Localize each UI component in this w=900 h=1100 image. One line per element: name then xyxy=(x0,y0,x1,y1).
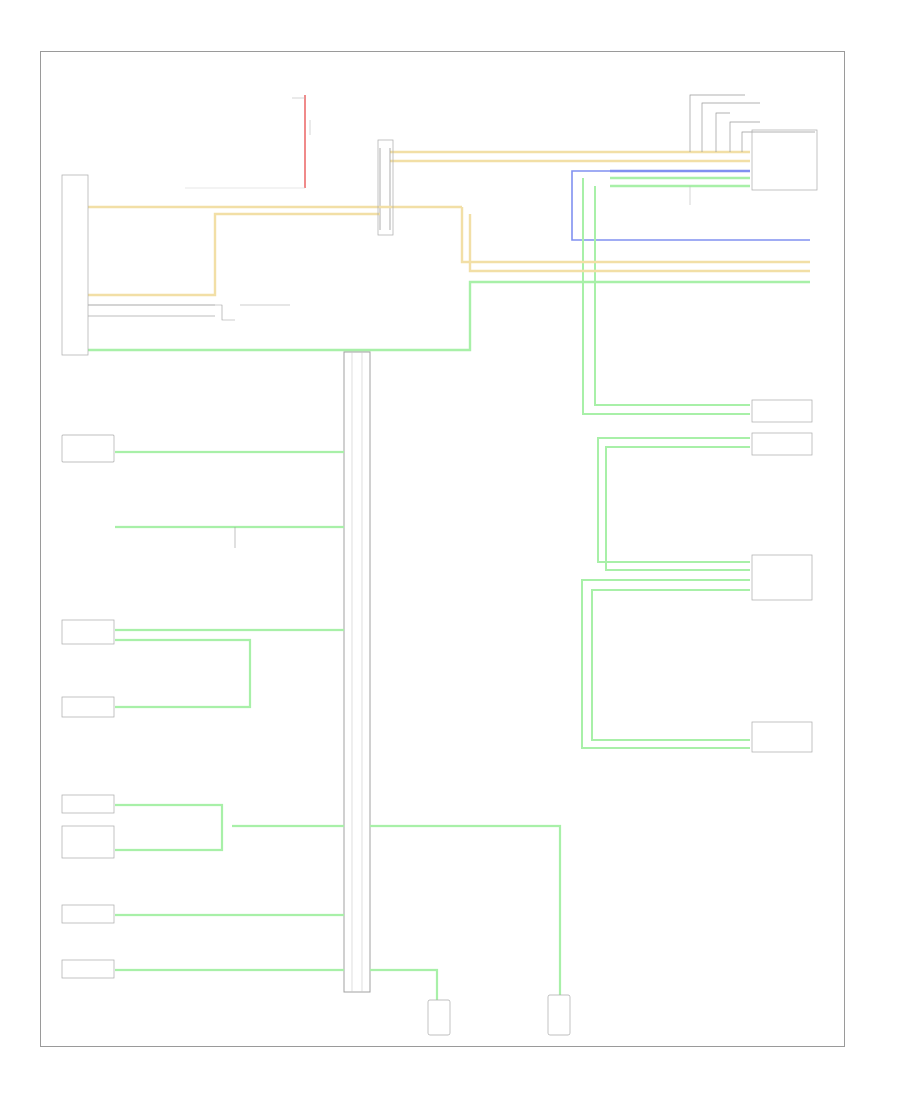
red-power-wire xyxy=(185,95,311,189)
right-top-connector-leads xyxy=(689,94,815,152)
green-wire-right-top xyxy=(582,176,750,415)
right-box-3 xyxy=(751,554,813,601)
left-box-6 xyxy=(61,904,115,924)
left-box-5 xyxy=(61,825,115,859)
green-loops-right xyxy=(581,437,750,749)
right-top-box xyxy=(751,129,818,191)
bottom-conn-2 xyxy=(547,994,571,1036)
left-box-2 xyxy=(61,619,115,645)
left-box-1 xyxy=(61,434,115,463)
left-module-pins xyxy=(61,174,89,356)
green-branches-left xyxy=(115,450,344,972)
center-bus xyxy=(343,351,371,993)
green-wire-left xyxy=(88,280,810,352)
right-components xyxy=(427,129,818,1036)
tan-wire-bundle-top xyxy=(379,148,750,230)
left-components xyxy=(61,139,394,979)
tan-wires-left xyxy=(88,205,810,321)
right-box-4 xyxy=(751,721,813,753)
left-box-7 xyxy=(61,959,115,979)
center-connector xyxy=(377,139,394,236)
bottom-conn-1 xyxy=(427,999,451,1036)
right-box-2 xyxy=(751,432,813,456)
green-branches-right xyxy=(370,824,562,1000)
left-box-3 xyxy=(61,696,115,718)
blue-wire-loop xyxy=(571,169,810,241)
right-box-1 xyxy=(751,399,813,423)
diagram-frame xyxy=(40,51,845,1047)
left-box-4 xyxy=(61,794,115,814)
